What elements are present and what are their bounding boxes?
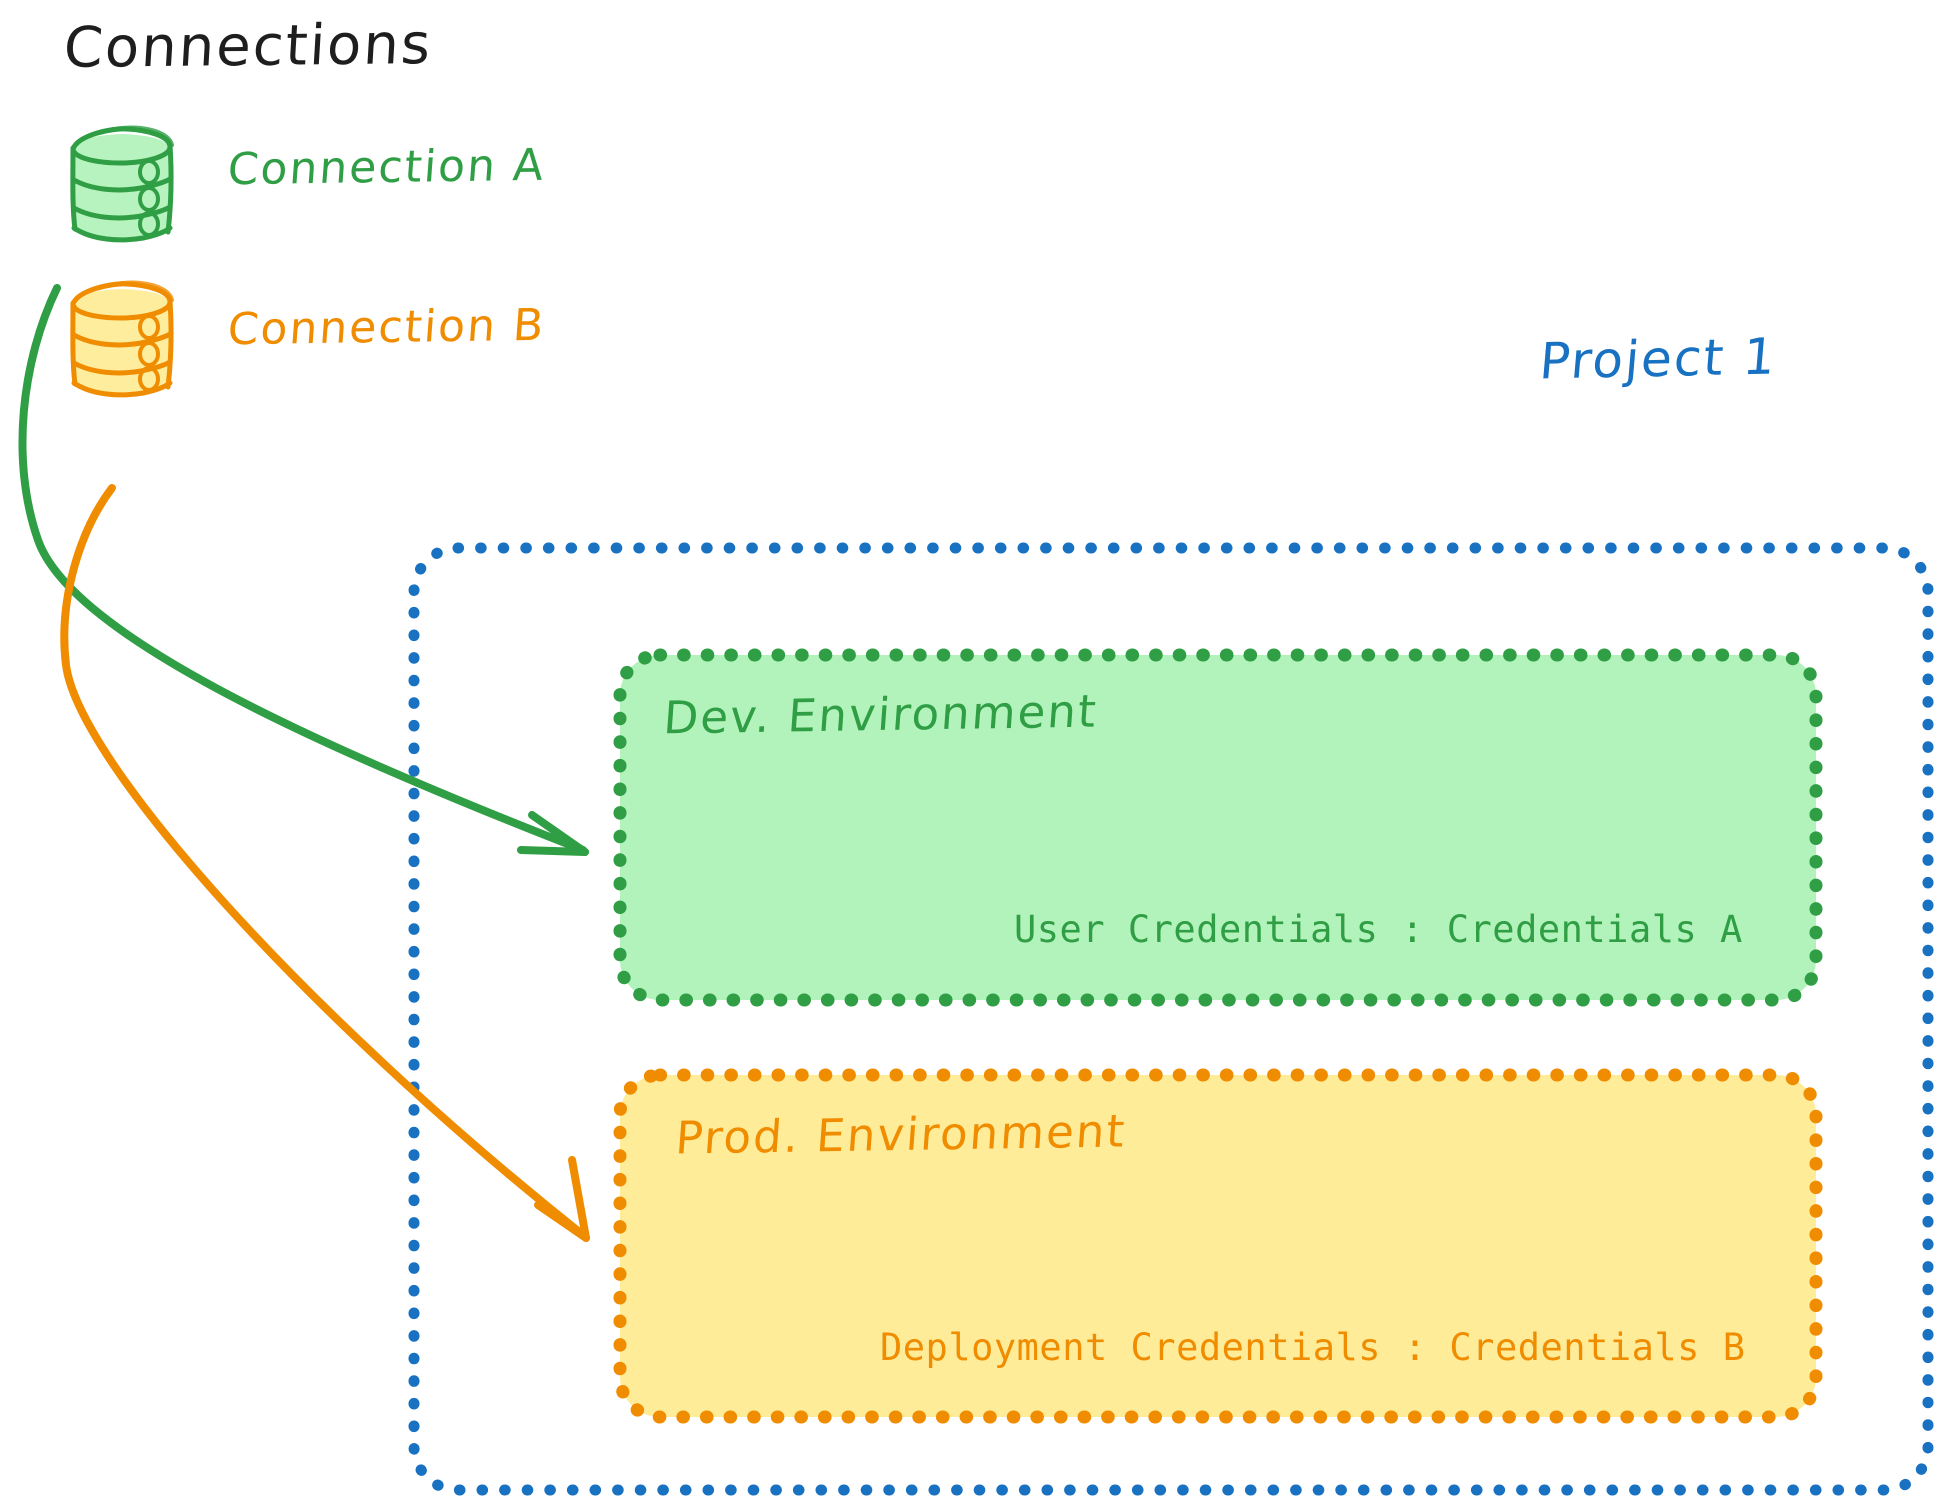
prod-environment-dotted-border <box>613 1068 1823 1424</box>
database-cylinder-icon-orange[interactable] <box>70 280 174 398</box>
cylinder-left-edge <box>70 145 78 232</box>
cylinder-indicator-1 <box>138 159 160 185</box>
connection-a-label: Connection A <box>225 139 548 196</box>
cylinder-divider-1 <box>71 176 173 193</box>
arrow-head-green-lower <box>517 846 589 856</box>
cylinder-bottom-edge <box>71 225 173 243</box>
database-cylinder-icon-green[interactable] <box>70 125 174 243</box>
arrow-connection-a-to-dev <box>18 284 589 856</box>
arrow-curve-orange <box>60 484 587 1239</box>
cylinder-top-ellipse-sketch <box>75 280 174 302</box>
arrow-head-green-upper <box>528 811 589 856</box>
cylinder-indicator-2 <box>138 341 160 367</box>
page-title: Connections <box>61 12 435 81</box>
cylinder-indicator-3 <box>138 366 160 392</box>
cylinder-divider-1 <box>71 331 173 348</box>
project-dotted-border <box>408 542 1934 1496</box>
cylinder-right-edge <box>165 142 174 235</box>
cylinder-indicator-3 <box>138 211 160 237</box>
project-container[interactable] <box>408 542 1934 1496</box>
dev-environment-box[interactable] <box>613 648 1823 1007</box>
dev-environment-credentials: User Credentials : Credentials A <box>1014 908 1743 951</box>
cylinder-top-ellipse-sketch <box>75 125 174 147</box>
connection-b-label: Connection B <box>225 299 548 356</box>
arrow-connection-b-to-prod <box>60 484 590 1242</box>
dev-environment-fill <box>620 655 1816 1000</box>
arrow-head-orange-lower <box>534 1201 590 1242</box>
cylinder-bottom-edge <box>71 380 173 398</box>
cylinder-indicator-2 <box>138 186 160 212</box>
cylinder-left-edge <box>70 300 78 387</box>
cylinder-indicator-1 <box>138 314 160 340</box>
arrow-curve-green <box>18 284 587 854</box>
cylinder-right-edge <box>165 297 174 390</box>
prod-environment-credentials: Deployment Credentials : Credentials B <box>880 1326 1746 1369</box>
prod-environment-fill <box>620 1075 1816 1417</box>
arrow-head-orange-upper <box>568 1156 590 1242</box>
prod-environment-title: Prod. Environment <box>673 1104 1129 1165</box>
dev-environment-title: Dev. Environment <box>661 684 1100 745</box>
project-title-label: Project 1 <box>1537 327 1780 391</box>
prod-environment-box[interactable] <box>613 1068 1823 1424</box>
